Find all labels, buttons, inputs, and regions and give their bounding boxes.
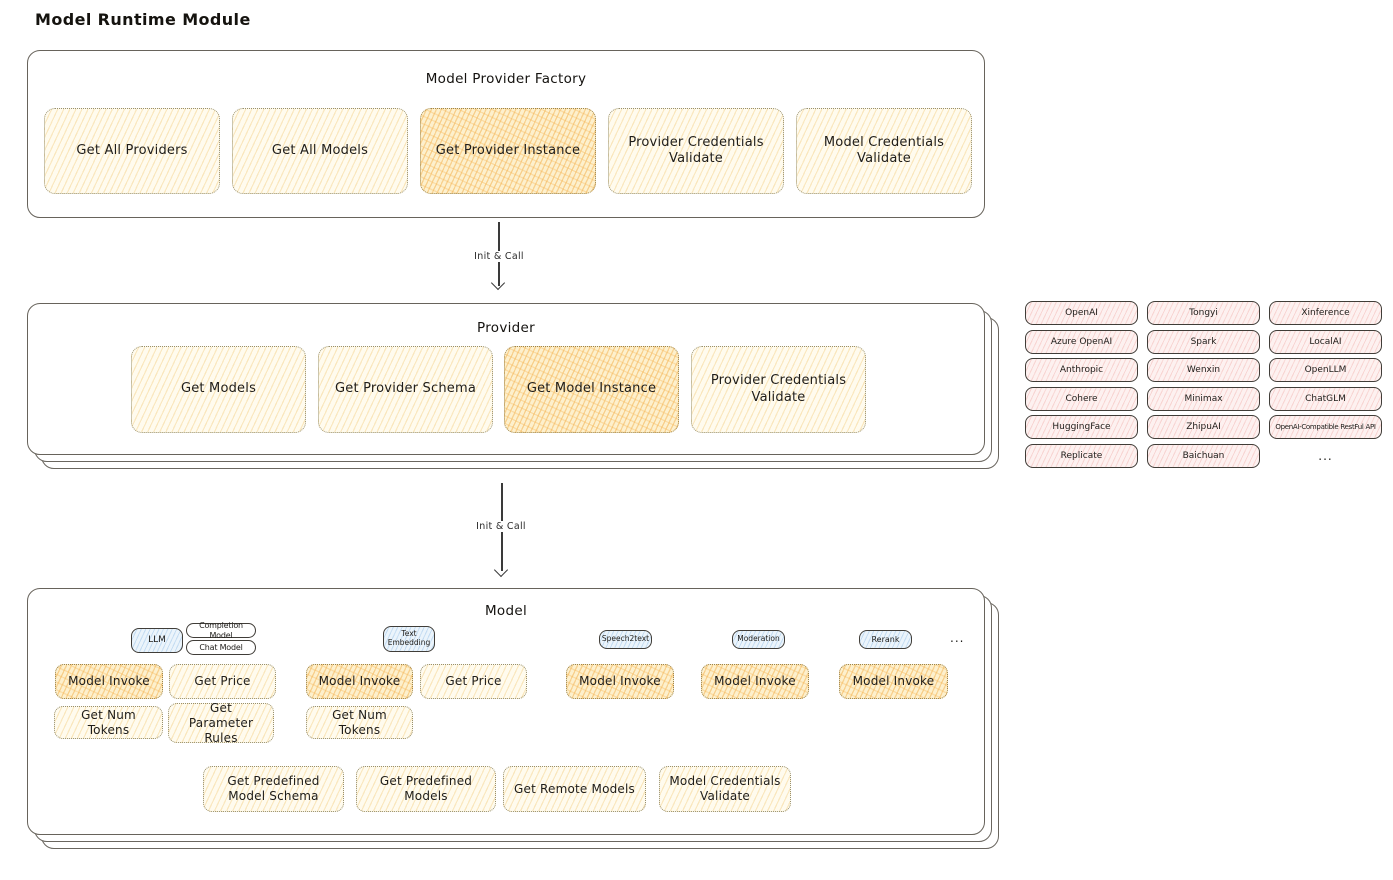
vendor-more-dots: ... <box>1318 448 1333 463</box>
vendor-chip-zhipuai: ZhipuAI <box>1147 415 1260 439</box>
tag-llm: LLM <box>131 628 183 653</box>
node-get-all-providers: Get All Providers <box>44 108 220 194</box>
model-container: Model LLM Completion Model Chat Model Te… <box>27 588 985 835</box>
tag-text-embedding: Text Embedding <box>383 626 435 652</box>
node-get-provider-instance: Get Provider Instance <box>420 108 596 194</box>
node-get-parameter-rules: Get Parameter Rules <box>168 701 274 745</box>
node-get-remote-models: Get Remote Models <box>503 766 646 812</box>
vendor-chip-anthropic: Anthropic <box>1025 358 1138 382</box>
node-get-predefined-models: Get Predefined Models <box>356 766 496 812</box>
provider-title: Provider <box>477 320 535 336</box>
vendor-chip-huggingface: HuggingFace <box>1025 415 1138 439</box>
arrow-down-icon <box>490 275 506 291</box>
factory-title: Model Provider Factory <box>425 71 587 87</box>
vendor-chip-tongyi: Tongyi <box>1147 301 1260 325</box>
node-get-all-models: Get All Models <box>232 108 408 194</box>
vendor-grid: OpenAI Tongyi Xinference Azure OpenAI Sp… <box>1025 301 1382 468</box>
node-get-price-llm: Get Price <box>169 664 276 699</box>
vendor-chip-cohere: Cohere <box>1025 386 1138 411</box>
tag-rerank: Rerank <box>859 630 912 649</box>
node-get-models: Get Models <box>131 346 306 433</box>
vendor-chip-replicate: Replicate <box>1025 443 1138 468</box>
vendor-chip-baichuan: Baichuan <box>1147 443 1260 468</box>
vendor-chip-localai: LocalAI <box>1269 329 1382 354</box>
node-model-invoke-embedding: Model Invoke <box>306 664 413 699</box>
vendor-chip-xinference: Xinference <box>1269 301 1382 325</box>
node-get-model-instance: Get Model Instance <box>504 346 679 433</box>
tag-completion-model: Completion Model <box>186 621 256 640</box>
vendor-chip-spark: Spark <box>1147 329 1260 354</box>
vendor-chip-openllm: OpenLLM <box>1269 358 1382 382</box>
arrow-down-icon <box>493 562 509 578</box>
vendor-chip-openai: OpenAI <box>1025 301 1138 325</box>
node-model-invoke-moderation: Model Invoke <box>701 664 809 699</box>
node-get-price-embedding: Get Price <box>420 664 527 699</box>
page-title: Model Runtime Module <box>35 10 251 29</box>
model-title: Model <box>484 603 528 619</box>
vendor-chip-wenxin: Wenxin <box>1147 358 1260 382</box>
tag-moderation: Moderation <box>732 630 785 649</box>
node-provider-credentials-validate-2: Provider Credentials Validate <box>691 346 866 433</box>
factory-container: Model Provider Factory Get All Providers… <box>27 50 985 218</box>
vendor-chip-azure-openai: Azure OpenAI <box>1025 329 1138 354</box>
node-provider-credentials-validate: Provider Credentials Validate <box>608 108 784 194</box>
vendor-chip-minimax: Minimax <box>1147 386 1260 411</box>
node-model-credentials-validate: Model Credentials Validate <box>796 108 972 194</box>
node-model-invoke-speech2text: Model Invoke <box>566 664 674 699</box>
node-get-provider-schema: Get Provider Schema <box>318 346 493 433</box>
arrow-label-2: Init & Call <box>472 521 530 532</box>
node-get-num-tokens-embedding: Get Num Tokens <box>306 706 413 739</box>
node-get-num-tokens-llm: Get Num Tokens <box>54 706 163 739</box>
node-model-invoke-llm: Model Invoke <box>55 664 163 699</box>
node-model-invoke-rerank: Model Invoke <box>839 664 948 699</box>
model-more-dots: ... <box>950 631 965 645</box>
tag-speech2text: Speech2text <box>599 630 652 649</box>
node-get-predefined-model-schema: Get Predefined Model Schema <box>203 766 344 812</box>
arrow-label-1: Init & Call <box>470 251 528 262</box>
vendor-chip-chatglm: ChatGLM <box>1269 386 1382 411</box>
tag-chat-model: Chat Model <box>186 640 256 655</box>
vendor-chip-openai-compatible: OpenAI-Compatible RestFul API <box>1269 415 1382 439</box>
node-model-credentials-validate-2: Model Credentials Validate <box>659 766 791 812</box>
provider-container: Provider Get Models Get Provider Schema … <box>27 303 985 455</box>
